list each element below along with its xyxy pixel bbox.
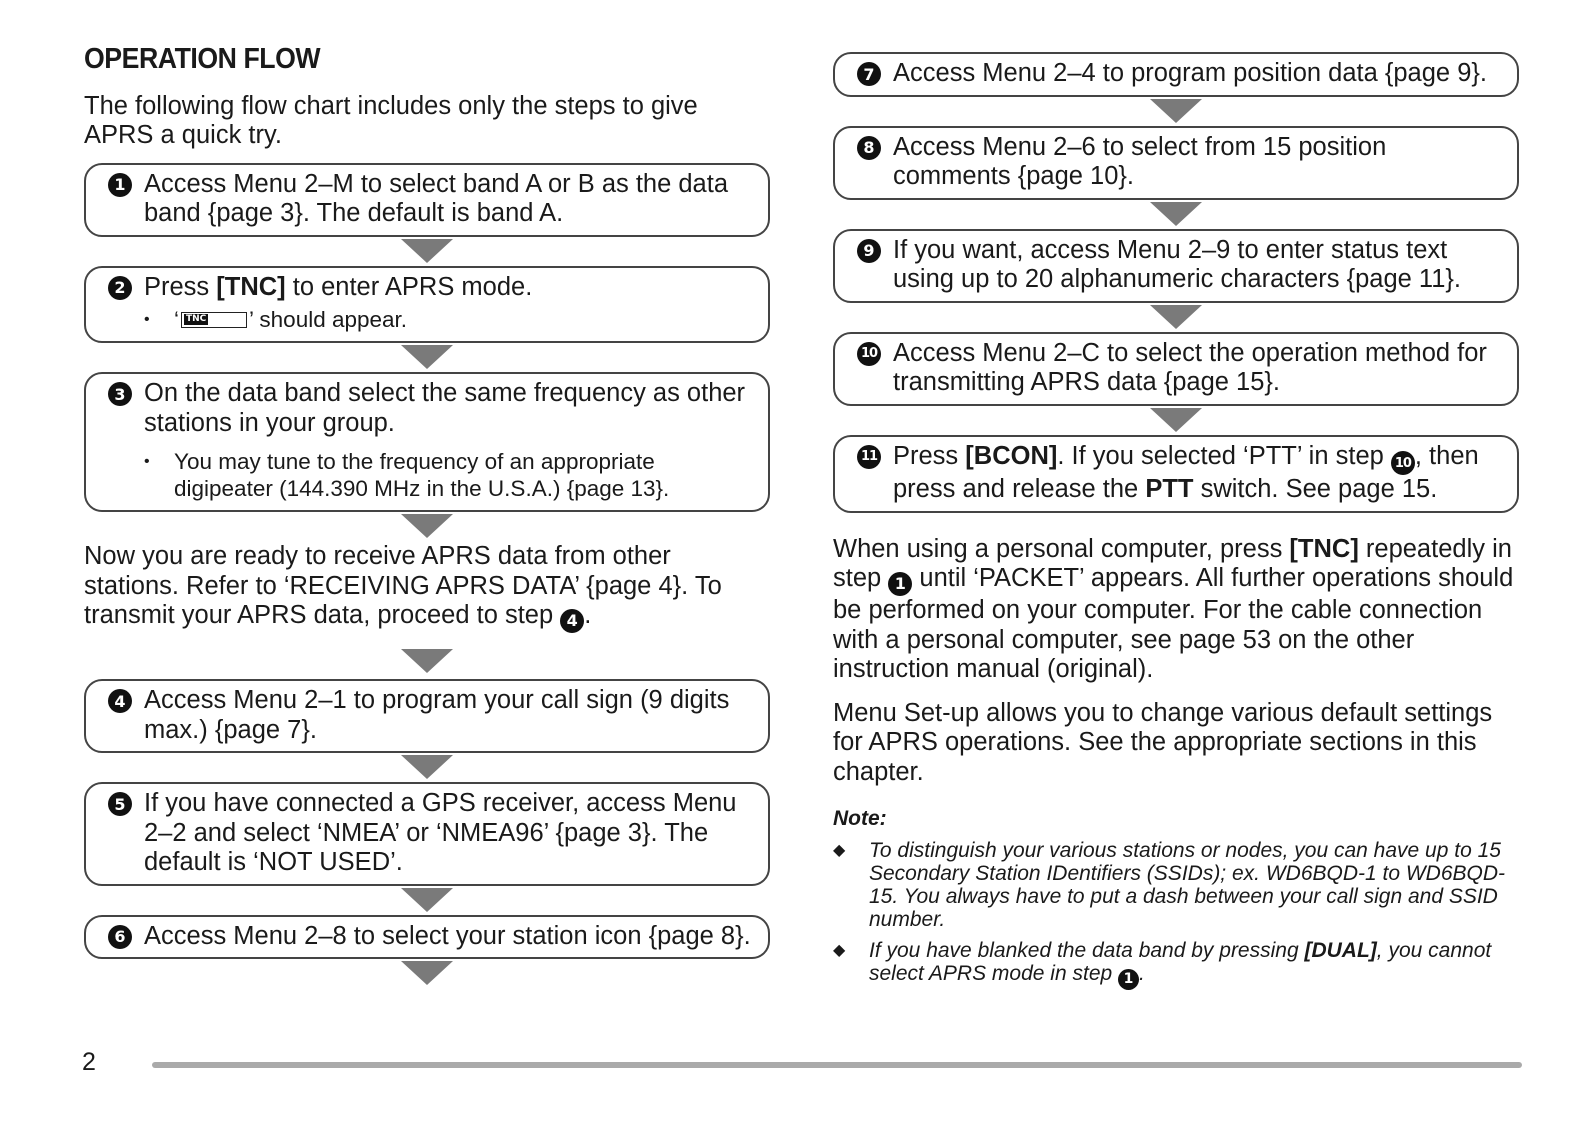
- flow-step-7: 7 Access Menu 2–4 to program position da…: [833, 52, 1519, 97]
- step-text-5: If you have connected a GPS receiver, ac…: [144, 789, 737, 877]
- step-2-subnote: • ‘TNC’ should appear.: [144, 307, 408, 333]
- step-text-9: If you want, access Menu 2–9 to enter st…: [893, 235, 1461, 294]
- step-number-6: 6: [108, 924, 132, 949]
- menu-paragraph: Menu Set-up allows you to change various…: [833, 698, 1493, 786]
- step-text-11: Press [BCON]. If you selected ‘PTT’ in s…: [893, 441, 1479, 504]
- left-column: OPERATION FLOW The following flow chart …: [84, 43, 770, 960]
- step-number-10: 10: [857, 341, 881, 366]
- step-text-1: Access Menu 2–M to select band A or B as…: [144, 169, 729, 228]
- tnc-key-label: [TNC]: [216, 272, 286, 301]
- section-heading: OPERATION FLOW: [84, 43, 321, 75]
- step-text-2: Press [TNC] to enter APRS mode.: [144, 272, 533, 301]
- step-number-2: 2: [108, 275, 132, 300]
- pc-paragraph: When using a personal computer, press [T…: [833, 534, 1514, 683]
- flow-step-8: 8 Access Menu 2–6 to select from 15 posi…: [833, 125, 1519, 200]
- diamond-bullet-icon: ◆: [833, 842, 846, 859]
- right-column: 7 Access Menu 2–4 to program position da…: [833, 52, 1519, 998]
- step-ref-4-icon: 4: [560, 609, 585, 634]
- bullet-icon: •: [144, 453, 150, 471]
- bullet-icon: •: [144, 311, 150, 329]
- lcd-tnc-indicator-icon: TNC: [181, 312, 247, 329]
- flow-step-1: 1 Access Menu 2–M to select band A or B …: [84, 162, 770, 237]
- step-text-8: Access Menu 2–6 to select from 15 positi…: [893, 132, 1387, 191]
- step-number-1: 1: [108, 172, 132, 197]
- flow-steps-part1: 1 Access Menu 2–M to select band A or B …: [84, 162, 770, 513]
- note-list: ◆ To distinguish your various stations o…: [833, 839, 1519, 990]
- flow-steps-part3: 7 Access Menu 2–4 to program position da…: [833, 52, 1519, 513]
- step-number-11: 11: [857, 444, 881, 469]
- step-ref-1-icon: 1: [1118, 969, 1140, 990]
- flow-step-11: 11 Press [BCON]. If you selected ‘PTT’ i…: [833, 434, 1519, 513]
- flow-step-3: 3 On the data band select the same frequ…: [84, 372, 770, 513]
- step-text-10: Access Menu 2–C to select the operation …: [893, 338, 1487, 397]
- step-number-5: 5: [108, 792, 132, 817]
- note-title: Note:: [833, 807, 887, 830]
- diamond-bullet-icon: ◆: [833, 942, 846, 959]
- step-ref-10-icon: 10: [1390, 451, 1415, 476]
- footer-rule: [152, 1062, 1522, 1068]
- dual-key-label: [DUAL]: [1304, 939, 1377, 962]
- ptt-switch-label: PTT: [1145, 475, 1194, 504]
- tnc-key-label: [TNC]: [1289, 534, 1359, 563]
- intro-paragraph: The following flow chart includes only t…: [84, 91, 698, 150]
- step-text-4: Access Menu 2–1 to program your call sig…: [144, 686, 730, 744]
- flow-step-9: 9 If you want, access Menu 2–9 to enter …: [833, 228, 1519, 303]
- flow-step-5: 5 If you have connected a GPS receiver, …: [84, 782, 770, 886]
- note-item: ◆ To distinguish your various stations o…: [833, 839, 1506, 931]
- note-item: ◆ If you have blanked the data band by p…: [833, 939, 1519, 990]
- step-number-4: 4: [108, 689, 132, 714]
- flow-step-10: 10 Access Menu 2–C to select the operati…: [833, 331, 1519, 406]
- step-text-7: Access Menu 2–4 to program position data…: [893, 59, 1487, 87]
- flow-steps-part2: 4 Access Menu 2–1 to program your call s…: [84, 679, 770, 960]
- step-ref-1-icon: 1: [888, 572, 913, 596]
- flow-step-2: 2 Press [TNC] to enter APRS mode. • ‘TNC…: [84, 265, 770, 344]
- step-text-6: Access Menu 2–8 to select your station i…: [144, 921, 751, 950]
- step-number-9: 9: [857, 238, 881, 263]
- step-number-8: 8: [857, 135, 881, 160]
- step-3-subnote: • You may tune to the frequency of an ap…: [144, 449, 670, 502]
- flow-step-4: 4 Access Menu 2–1 to program your call s…: [84, 679, 770, 754]
- flow-step-6: 6 Access Menu 2–8 to select your station…: [84, 914, 770, 960]
- flow-arrow-icon: [401, 649, 453, 674]
- step-number-3: 3: [108, 382, 132, 407]
- step-number-7: 7: [857, 62, 881, 86]
- bcon-key-label: [BCON]: [965, 441, 1058, 470]
- step-text-3: On the data band select the same frequen…: [144, 379, 746, 437]
- page-number: 2: [82, 1048, 96, 1076]
- ready-paragraph: Now you are ready to receive APRS data f…: [84, 542, 770, 634]
